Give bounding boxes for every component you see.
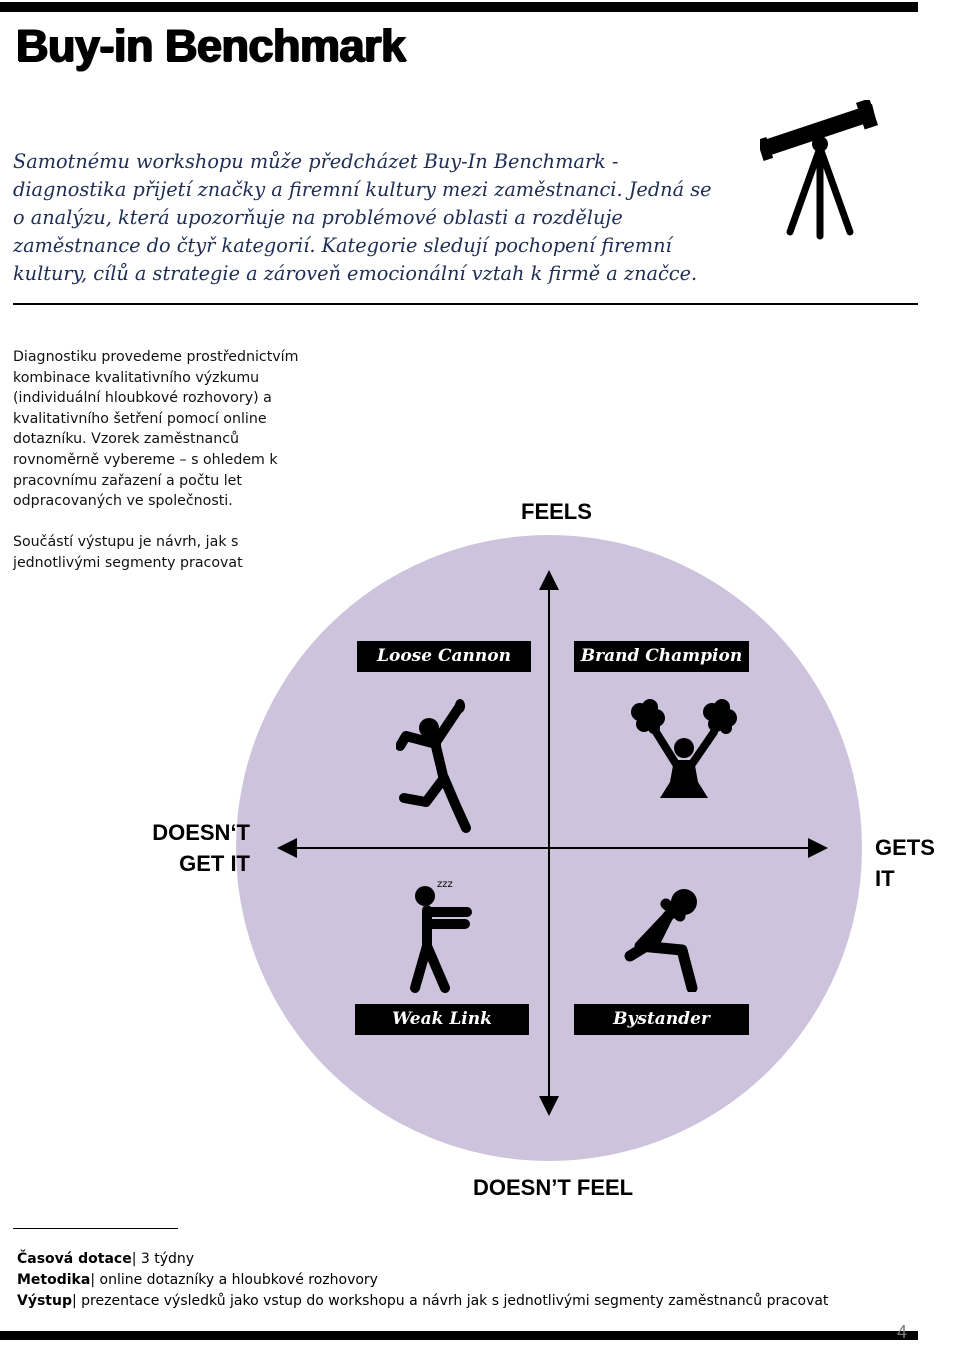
page-number: 4 xyxy=(897,1322,908,1342)
footer-method-label: Metodika xyxy=(17,1272,91,1288)
footer-separator: | xyxy=(131,1251,137,1267)
footer-separator: | xyxy=(71,1293,77,1309)
jumping-person-icon xyxy=(396,699,471,833)
footer-time-label: Časová dotace xyxy=(17,1251,132,1267)
footnote-rule xyxy=(13,1228,178,1229)
top-bar xyxy=(0,2,918,12)
footer-method: Metodika| online dotazníky a hloubkové r… xyxy=(17,1270,378,1291)
output-paragraph: Součástí výstupu je návrh, jak s jednotl… xyxy=(13,534,243,571)
footer-output-value: prezentace výsledků jako vstup do worksh… xyxy=(81,1293,829,1309)
segment-bystander: Bystander xyxy=(574,1004,749,1035)
zombie-icon: zzz xyxy=(410,879,472,993)
axis-label-doesnt-get-it-line2: GET IT xyxy=(179,851,250,876)
axis-label-gets-it: GETS IT xyxy=(875,835,935,891)
axis-label-doesnt-get-it-line1: DOESN‘T xyxy=(152,820,250,845)
segment-circle xyxy=(236,535,862,1161)
zombie-zzz-text: zzz xyxy=(437,879,453,890)
segment-loose-cannon: Loose Cannon xyxy=(357,641,531,672)
bottom-bar xyxy=(0,1331,918,1340)
page-title: Buy-in Benchmark xyxy=(16,20,406,71)
footer-method-value: online dotazníky a hloubkové rozhovory xyxy=(99,1272,378,1288)
footer-time-value: 3 týdny xyxy=(140,1251,195,1267)
segment-weak-link: Weak Link xyxy=(355,1004,529,1035)
cheerleader-icon xyxy=(631,699,737,798)
intro-text: Samotnému workshopu může předcházet Buy-… xyxy=(13,150,712,285)
telescope-icon xyxy=(760,100,878,240)
method-paragraph: Diagnostiku provedeme prostřednictvím ko… xyxy=(13,349,299,510)
segment-brand-champion: Brand Champion xyxy=(574,641,749,672)
footer-output: Výstup| prezentace výsledků jako vstup d… xyxy=(17,1291,828,1312)
header-rule xyxy=(13,303,918,305)
footer-separator: | xyxy=(90,1272,96,1288)
footer-output-label: Výstup xyxy=(17,1293,72,1309)
axis-label-feels: FEELS xyxy=(521,499,592,524)
axis-label-doesnt-get-it: DOESN‘T GET IT xyxy=(150,817,250,879)
footer-time: Časová dotace| 3 týdny xyxy=(17,1249,194,1270)
axis-label-doesnt-feel: DOESN’T FEEL xyxy=(473,1175,634,1200)
sitting-person-icon xyxy=(624,889,698,992)
